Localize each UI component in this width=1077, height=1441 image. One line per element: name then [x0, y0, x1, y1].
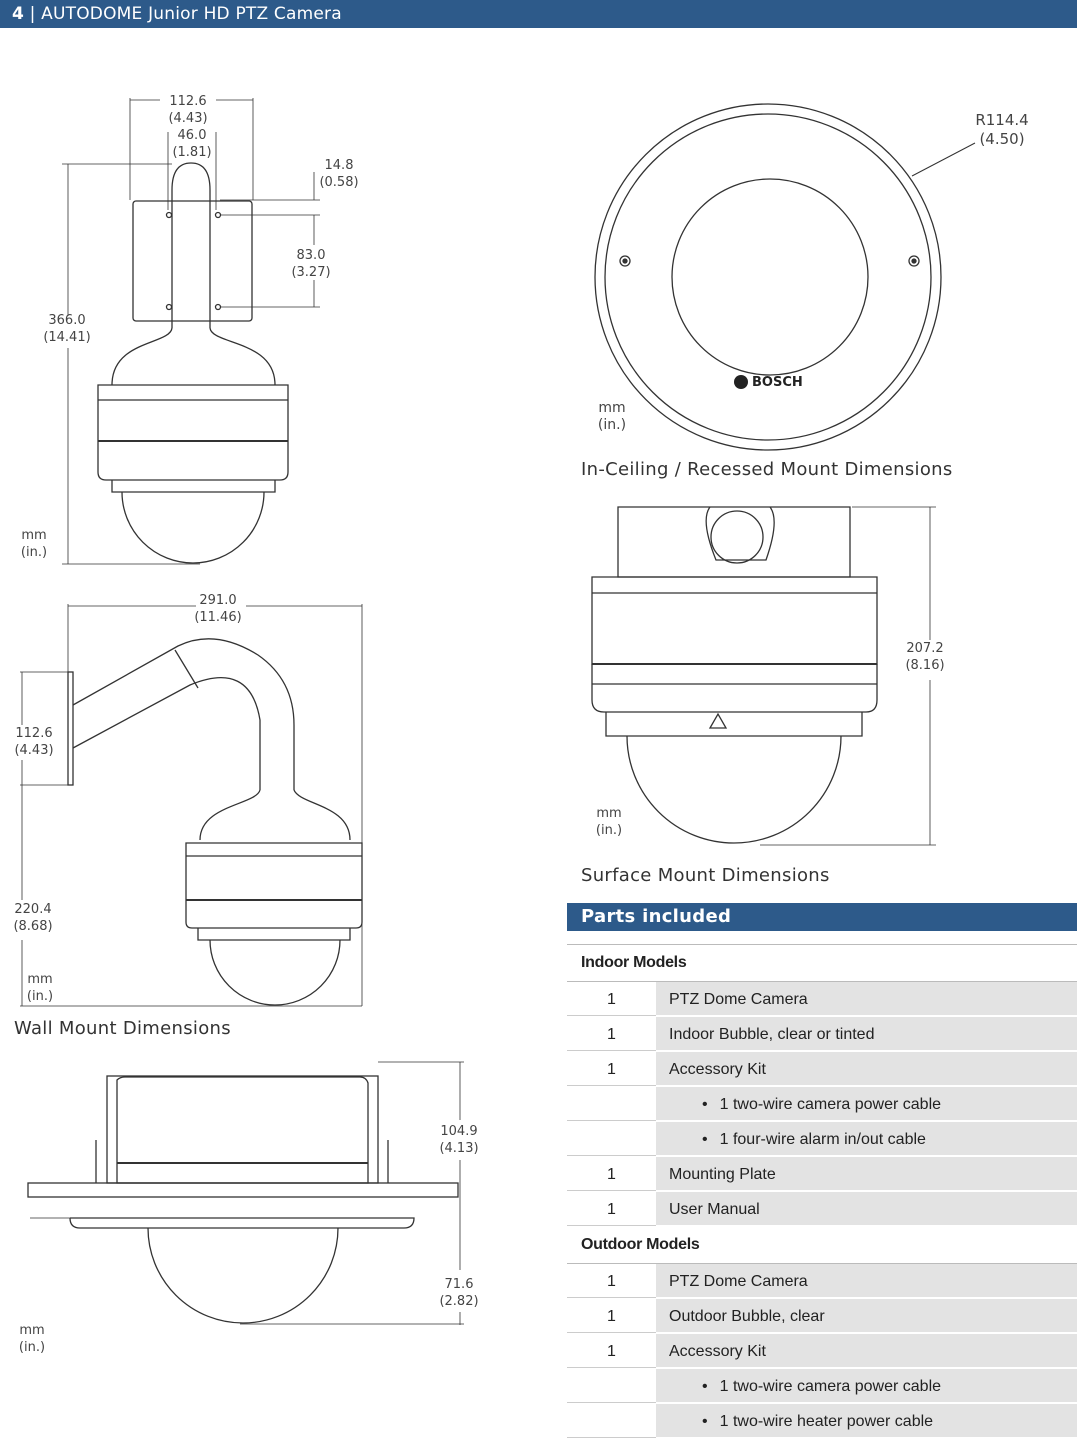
- quantity-cell: [567, 1369, 656, 1403]
- description-cell: 1 two-wire camera power cable: [656, 1087, 1077, 1121]
- description-cell: Indoor Bubble, clear or tinted: [656, 1017, 1077, 1051]
- caption-wall-mount: Wall Mount Dimensions: [14, 1018, 231, 1039]
- document-title: AUTODOME Junior HD PTZ Camera: [41, 4, 342, 24]
- dim-surface-height: 207.2(8.16): [905, 641, 945, 673]
- caption-ceiling-mount: In-Ceiling / Recessed Mount Dimensions: [581, 459, 953, 480]
- table-row: 1 two-wire camera power cable: [567, 1369, 1077, 1404]
- unit-label-ceiling: mm(in.): [597, 400, 627, 433]
- dim-recess-below: 71.6(2.82): [439, 1277, 479, 1309]
- unit-label-surface: mm(in.): [595, 806, 623, 838]
- description-cell: 1 four-wire alarm in/out cable: [656, 1122, 1077, 1156]
- dim-pendant-width: 112.6(4.43): [168, 94, 208, 126]
- description-cell: Accessory Kit: [656, 1052, 1077, 1086]
- description-cell: User Manual: [656, 1192, 1077, 1226]
- indoor-models-heading: Indoor Models: [567, 945, 1077, 982]
- description-cell: Outdoor Bubble, clear: [656, 1299, 1077, 1333]
- dim-pendant-top: 14.8(0.58): [319, 158, 359, 190]
- pendant-mount-drawing: [62, 98, 320, 565]
- dim-pendant-height: 366.0(14.41): [43, 313, 91, 345]
- description-cell: 1 two-wire heater power cable: [656, 1404, 1077, 1438]
- parts-title: Parts included: [567, 903, 1077, 931]
- dim-wall-drop: 220.4(8.68): [13, 902, 53, 934]
- quantity-cell: 1: [567, 1052, 656, 1086]
- dim-radius: R114.4(4.50): [975, 111, 1029, 148]
- quantity-cell: [567, 1404, 656, 1438]
- quantity-cell: 1: [567, 1017, 656, 1051]
- ceiling-mount-drawing: [594, 103, 976, 451]
- surface-mount-drawing: [591, 506, 936, 846]
- outdoor-models-heading: Outdoor Models: [567, 1227, 1077, 1264]
- dim-wall-reach: 291.0(11.46): [194, 593, 242, 625]
- caption-surface-mount: Surface Mount Dimensions: [581, 865, 830, 886]
- quantity-cell: 1: [567, 1299, 656, 1333]
- dim-pendant-inner: 46.0(1.81): [172, 128, 212, 160]
- description-cell: PTZ Dome Camera: [656, 982, 1077, 1016]
- page-number: 4: [12, 4, 25, 24]
- dim-recess-above: 104.9(4.13): [439, 1124, 479, 1156]
- quantity-cell: 1: [567, 1157, 656, 1191]
- quantity-cell: 1: [567, 982, 656, 1016]
- quantity-cell: [567, 1122, 656, 1156]
- unit-label-wall: mm(in.): [26, 972, 54, 1004]
- description-cell: Mounting Plate: [656, 1157, 1077, 1191]
- dim-pendant-plate: 83.0(3.27): [291, 248, 331, 280]
- description-cell: Accessory Kit: [656, 1334, 1077, 1368]
- quantity-cell: 1: [567, 1264, 656, 1298]
- description-cell: PTZ Dome Camera: [656, 1264, 1077, 1298]
- page-header: 4 | AUTODOME Junior HD PTZ Camera: [0, 0, 1077, 28]
- quantity-cell: [567, 1087, 656, 1121]
- quantity-cell: 1: [567, 1192, 656, 1226]
- quantity-cell: 1: [567, 1334, 656, 1368]
- unit-label-recess: mm(in.): [18, 1323, 46, 1355]
- unit-label-pendant: mm(in.): [20, 528, 48, 560]
- description-cell: 1 two-wire camera power cable: [656, 1369, 1077, 1403]
- wall-mount-drawing: [20, 604, 363, 1007]
- table-row: 1 two-wire heater power cable: [567, 1404, 1077, 1439]
- table-row: 1 four-wire alarm in/out cable: [567, 1122, 1077, 1157]
- bosch-logo: BOSCH: [752, 375, 803, 390]
- recessed-mount-drawing: [27, 1061, 464, 1325]
- table-row: 1 two-wire camera power cable: [567, 1087, 1077, 1122]
- dim-wall-plate: 112.6(4.43): [14, 726, 54, 758]
